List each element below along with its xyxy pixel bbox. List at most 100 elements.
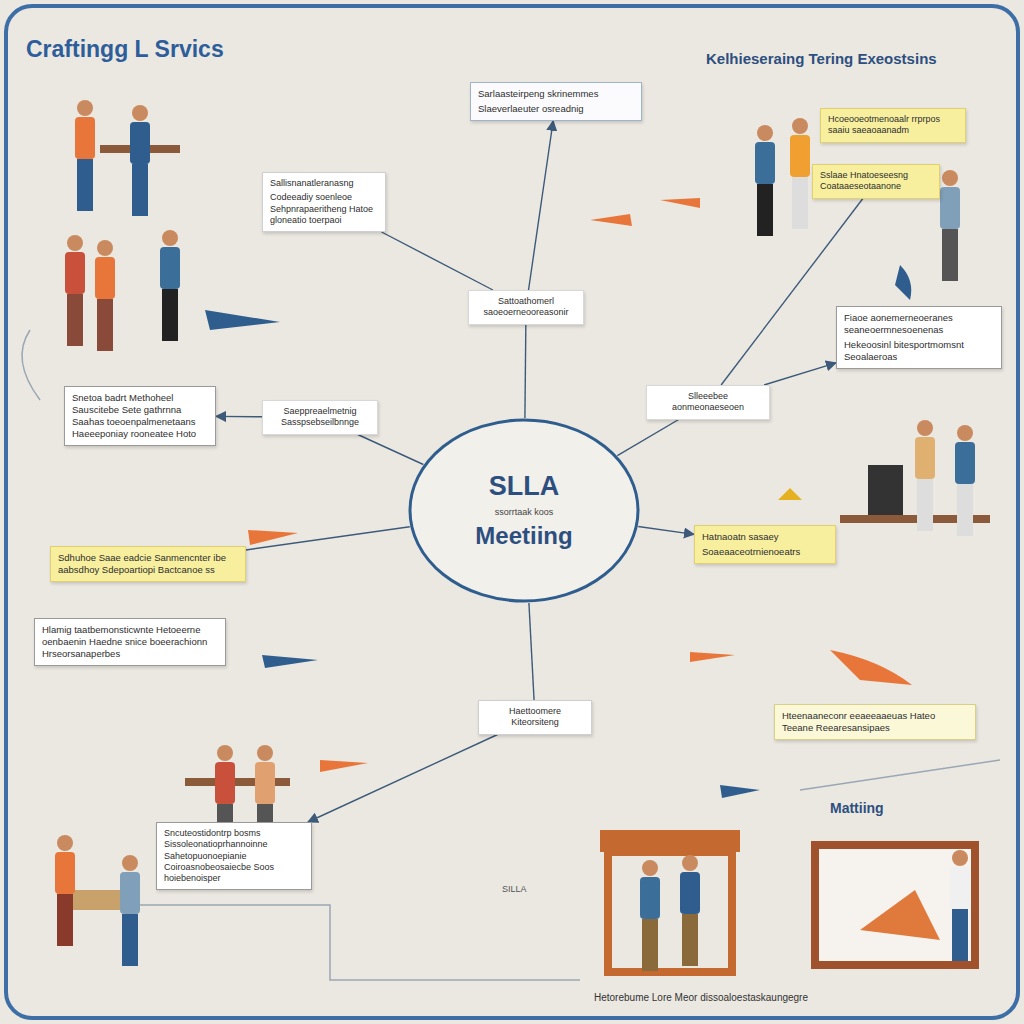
arrow-glyph bbox=[590, 214, 632, 226]
free-label: Kelhieseraing Tering Exeostsins bbox=[706, 50, 937, 67]
arrow-glyph bbox=[778, 488, 802, 500]
arrow-glyph bbox=[248, 530, 298, 545]
text-box: Sattoathomerl saoeoerneooreasonir bbox=[468, 290, 584, 325]
box-heading: SLLA bbox=[438, 470, 610, 504]
person-head bbox=[132, 105, 148, 121]
arrow-glyph bbox=[690, 652, 735, 662]
person-legs bbox=[942, 229, 958, 281]
person-body bbox=[680, 872, 700, 914]
person-head bbox=[942, 170, 958, 186]
box-heading: Sncuteostidontrp bosms Sissoleonatioprha… bbox=[164, 828, 304, 884]
text-box: Fiaoe aonemerneoeranes seaneoermnesoenen… bbox=[836, 306, 1002, 369]
person-body bbox=[955, 442, 975, 484]
box-heading: Snetoa badrt Methoheel Sauscitebe Sete g… bbox=[72, 392, 208, 440]
arrow-glyph bbox=[205, 310, 280, 330]
person-legs bbox=[67, 294, 83, 346]
text-box: Slleeebee aonmeonaeseoen bbox=[646, 385, 770, 420]
person-head bbox=[642, 860, 658, 876]
box-heading: Hteenaaneconr eeaeeaaeuas Hateo Teeane R… bbox=[782, 710, 968, 734]
person-head bbox=[162, 230, 178, 246]
connector-line bbox=[358, 435, 424, 465]
box-heading: Sarlaasteirpeng skrinemmes bbox=[478, 88, 634, 100]
person-legs bbox=[682, 914, 698, 966]
arrow-glyph bbox=[895, 265, 911, 300]
connector-line bbox=[529, 121, 554, 290]
box-heading: Hlamig taatbemonsticwnte Hetoeerne oenba… bbox=[42, 624, 218, 660]
box-heading: Haettoomere Kiteorsiteng bbox=[486, 706, 584, 729]
person-figure bbox=[160, 230, 180, 341]
leader-line bbox=[22, 330, 40, 400]
text-box: Snetoa badrt Methoheel Sauscitebe Sete g… bbox=[64, 386, 216, 446]
person-body bbox=[940, 187, 960, 229]
box-text: Codeeadiy soenleoe Sehpnrapaeritheng Hat… bbox=[270, 192, 378, 226]
connector-line bbox=[382, 232, 493, 290]
text-box: Sncuteostidontrp bosms Sissoleonatioprha… bbox=[156, 822, 312, 890]
person-figure bbox=[940, 170, 960, 281]
person-legs bbox=[97, 299, 113, 351]
arrow-glyph bbox=[830, 650, 912, 685]
person-figure bbox=[755, 125, 775, 236]
text-box: Sslaae Hnatoeseesng Coataaeseotaanone bbox=[812, 164, 940, 199]
connector-line bbox=[308, 735, 498, 823]
arrow-glyph bbox=[720, 785, 760, 798]
person-head bbox=[217, 745, 233, 761]
connector-line bbox=[216, 416, 262, 418]
box-heading: Sdhuhoe Saae eadcie Sanmencnter ibe aabs… bbox=[58, 552, 238, 576]
person-body bbox=[255, 762, 275, 804]
person-legs bbox=[642, 919, 658, 971]
person-body bbox=[640, 877, 660, 919]
connector-line bbox=[638, 527, 694, 535]
connector-line bbox=[617, 420, 678, 456]
person-legs bbox=[132, 164, 148, 216]
free-label: Mattiing bbox=[830, 800, 884, 816]
person-head bbox=[257, 745, 273, 761]
person-legs bbox=[77, 159, 93, 211]
text-box: Haettoomere Kiteorsiteng bbox=[478, 700, 592, 735]
person-head bbox=[917, 420, 933, 436]
box-heading: Sallisnanatleranasng bbox=[270, 178, 378, 189]
text-box: Hatnaoatn sasaeySoaeaaceotrnienoeatrs bbox=[694, 525, 836, 564]
person-figure bbox=[955, 425, 975, 536]
person-legs bbox=[122, 914, 138, 966]
box-heading: Slleeebee aonmeonaeseoen bbox=[654, 391, 762, 414]
box-text: Meetiing bbox=[438, 521, 610, 551]
box-heading: Saeppreaelmetnig Sasspsebseilbnnge bbox=[270, 406, 370, 429]
person-head bbox=[57, 835, 73, 851]
person-figure bbox=[680, 855, 700, 966]
text-box: Hcoeooeotmenoaalr rrprpos saaiu saeaoaan… bbox=[820, 108, 966, 143]
connector-line bbox=[246, 527, 410, 550]
box-heading: Sattoathomerl saoeoerneooreasonir bbox=[476, 296, 576, 319]
person-figure bbox=[950, 850, 970, 961]
text-box: Hteenaaneconr eeaeeaaeuas Hateo Teeane R… bbox=[774, 704, 976, 740]
text-box: SallisnanatleranasngCodeeadiy soenleoe S… bbox=[262, 172, 386, 232]
door-frame bbox=[608, 852, 732, 972]
text-box: Saeppreaelmetnig Sasspsebseilbnnge bbox=[262, 400, 378, 435]
person-head bbox=[67, 235, 83, 251]
box-text: Soaeaaceotrnienoeatrs bbox=[702, 546, 828, 558]
connector-line bbox=[524, 325, 526, 419]
person-legs bbox=[757, 184, 773, 236]
person-figure bbox=[640, 860, 660, 971]
arrow-glyph bbox=[262, 655, 318, 668]
person-figure bbox=[95, 240, 115, 351]
person-head bbox=[122, 855, 138, 871]
box-heading: Fiaoe aonemerneoeranes seaneoermnesoenen… bbox=[844, 312, 994, 336]
person-figure bbox=[915, 420, 935, 531]
person-head bbox=[792, 118, 808, 134]
connector-line bbox=[529, 603, 534, 700]
person-figure bbox=[65, 235, 85, 346]
text-box: Sarlaasteirpeng skrinemmesSlaeverlaeuter… bbox=[470, 82, 642, 121]
central-ellipse: SLLAssorrtaak koosMeetiing bbox=[408, 418, 640, 603]
box-heading: Hatnaoatn sasaey bbox=[702, 531, 828, 543]
text-box: Sdhuhoe Saae eadcie Sanmencnter ibe aabs… bbox=[50, 546, 246, 582]
board-figure bbox=[860, 890, 940, 940]
arrow-glyphs bbox=[248, 198, 912, 772]
person-body bbox=[755, 142, 775, 184]
person-body bbox=[130, 122, 150, 164]
person-legs bbox=[952, 909, 968, 961]
person-head bbox=[757, 125, 773, 141]
box-heading: Hcoeooeotmenoaalr rrprpos saaiu saeaoaan… bbox=[828, 114, 958, 137]
diagram-title: Craftingg L Srvics bbox=[26, 36, 224, 63]
person-head bbox=[97, 240, 113, 256]
free-label: Hetorebume Lore Meor dissoaloestaskaunge… bbox=[594, 992, 808, 1003]
